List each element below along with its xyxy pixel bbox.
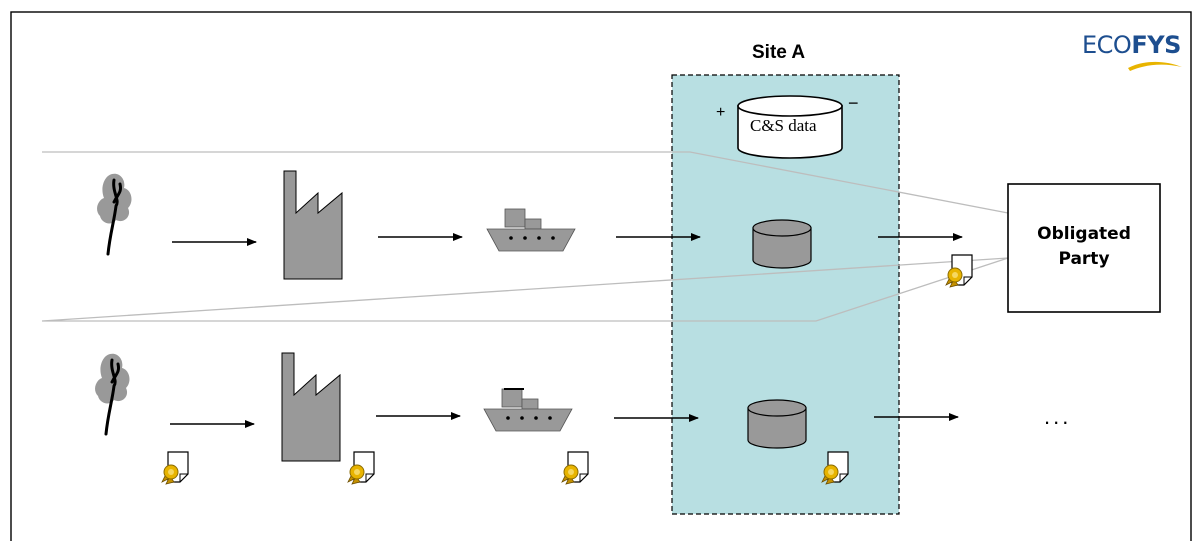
- certificate-icon: [347, 451, 375, 485]
- tree-icon: [93, 352, 131, 436]
- obligated-party-box: [1007, 183, 1161, 313]
- tree-icon: [95, 172, 133, 256]
- cs-data-label: C&S data: [750, 116, 817, 135]
- outer-frame: [10, 11, 1192, 541]
- minus-sign: −: [848, 93, 859, 113]
- factory-icon: [281, 352, 341, 462]
- factory-icon: [283, 170, 343, 280]
- certificate-icon: [161, 451, 189, 485]
- continuation-ellipsis: ...: [1044, 404, 1072, 429]
- chain-outline-box: [41, 151, 1009, 322]
- site-a-label: Site A: [752, 42, 806, 63]
- logo-prefix: ECO: [1082, 31, 1132, 59]
- obligated-party-label: Obligated Party: [1008, 222, 1160, 272]
- ship-icon: [483, 388, 573, 432]
- certificate-icon: [561, 451, 589, 485]
- ship-icon: [486, 208, 576, 252]
- obligated-party-line2: Party: [1058, 249, 1110, 269]
- storage-tank-icon: [747, 399, 807, 449]
- logo-swoosh-icon: [1128, 61, 1182, 71]
- plus-sign: +: [716, 104, 726, 121]
- cs-data-database: [737, 95, 843, 159]
- obligated-party-line1: Obligated: [1037, 224, 1131, 244]
- ecofys-logo: ECOFYS: [1082, 31, 1181, 59]
- storage-tank-icon: [752, 219, 812, 269]
- logo-suffix: FYS: [1131, 31, 1181, 59]
- certificate-icon: [945, 254, 973, 288]
